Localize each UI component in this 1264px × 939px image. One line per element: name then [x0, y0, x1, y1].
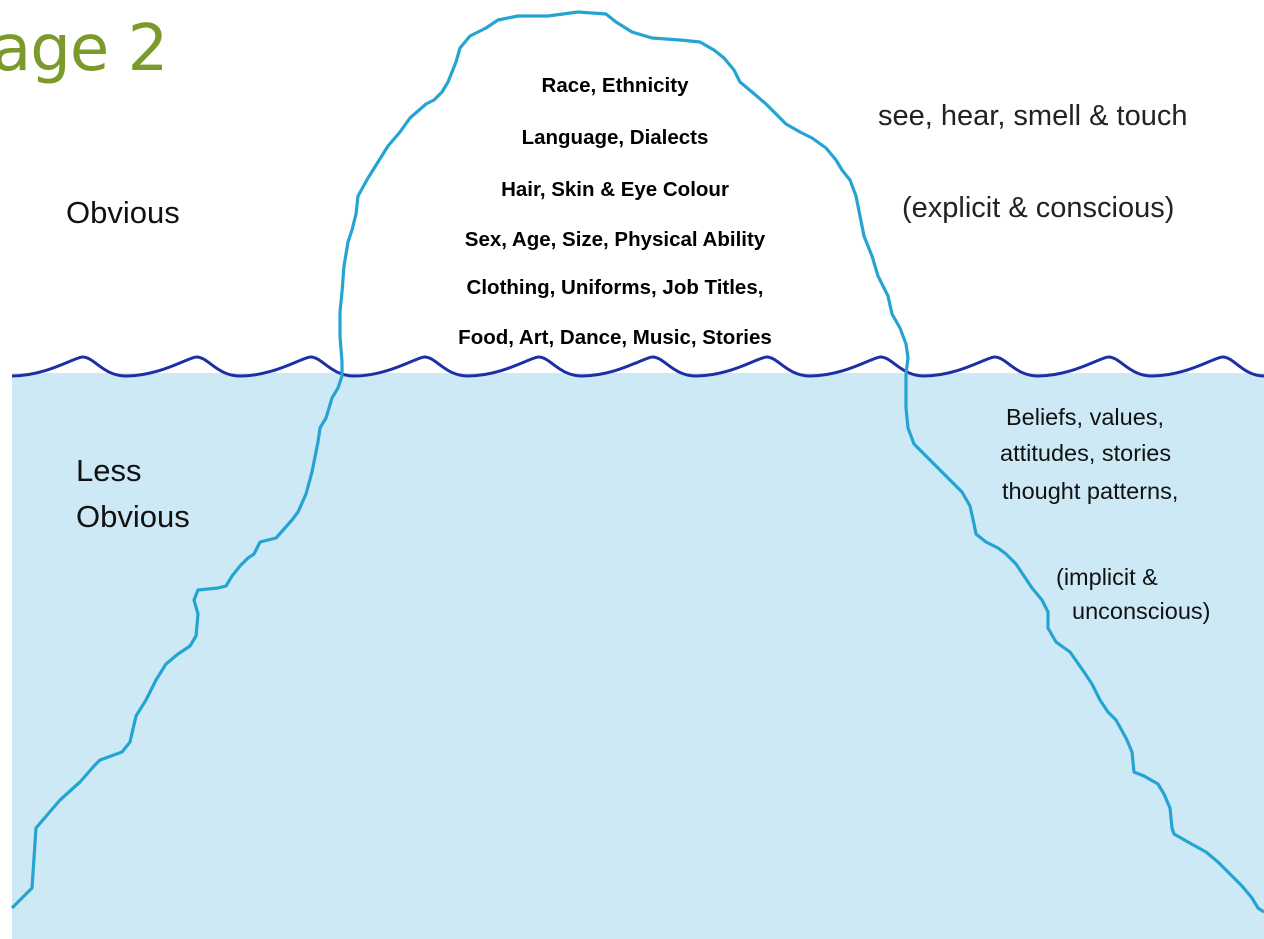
- water-body: [12, 373, 1264, 939]
- tip-item-race: Race, Ethnicity: [541, 74, 689, 97]
- less-obvious-label-line2: Obvious: [76, 499, 190, 534]
- obvious-label: Obvious: [66, 195, 180, 230]
- tip-item-language: Language, Dialects: [521, 126, 709, 149]
- explicit-note: (explicit & conscious): [902, 192, 1175, 224]
- iceberg-outline: [10, 10, 1264, 914]
- implicit-note-line2: unconscious): [1072, 598, 1211, 624]
- deep-note-line2: attitudes, stories: [1000, 440, 1172, 466]
- waterline: [11, 355, 1264, 378]
- implicit-note-line1: (implicit &: [1056, 564, 1158, 590]
- tip-item-culture: Food, Art, Dance, Music, Stories: [458, 326, 772, 349]
- tip-item-clothing: Clothing, Uniforms, Job Titles,: [466, 276, 764, 299]
- tip-item-appearance: Hair, Skin & Eye Colour: [501, 178, 729, 201]
- deep-note-line3: thought patterns,: [1002, 478, 1179, 504]
- senses-note: see, hear, smell & touch: [878, 100, 1188, 132]
- slide-title: age 2: [0, 12, 168, 86]
- less-obvious-label-line1: Less: [76, 453, 142, 488]
- tip-item-demographics: Sex, Age, Size, Physical Ability: [464, 228, 766, 251]
- deep-note-line1: Beliefs, values,: [1006, 404, 1165, 430]
